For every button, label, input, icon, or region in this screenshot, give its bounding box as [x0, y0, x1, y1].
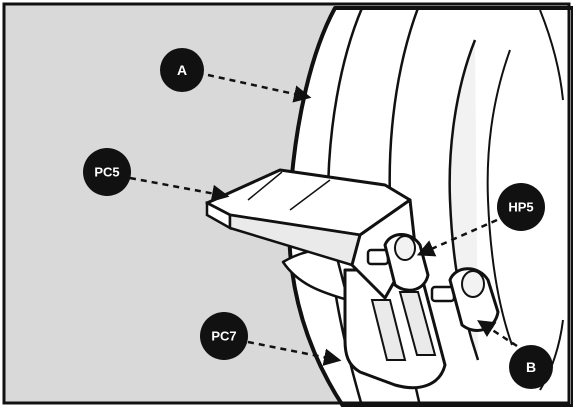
- callout-a-label: A: [177, 62, 187, 78]
- callout-pc7: PC7: [200, 312, 248, 360]
- callout-pc7-label: PC7: [211, 329, 236, 344]
- callout-hp5-label: HP5: [508, 200, 533, 215]
- callout-pc5-label: PC5: [94, 165, 119, 180]
- callout-pc5: PC5: [83, 148, 131, 196]
- callout-b-label: B: [526, 359, 536, 375]
- callout-b: B: [509, 345, 553, 389]
- callout-a: A: [160, 48, 204, 92]
- callout-hp5: HP5: [497, 183, 545, 231]
